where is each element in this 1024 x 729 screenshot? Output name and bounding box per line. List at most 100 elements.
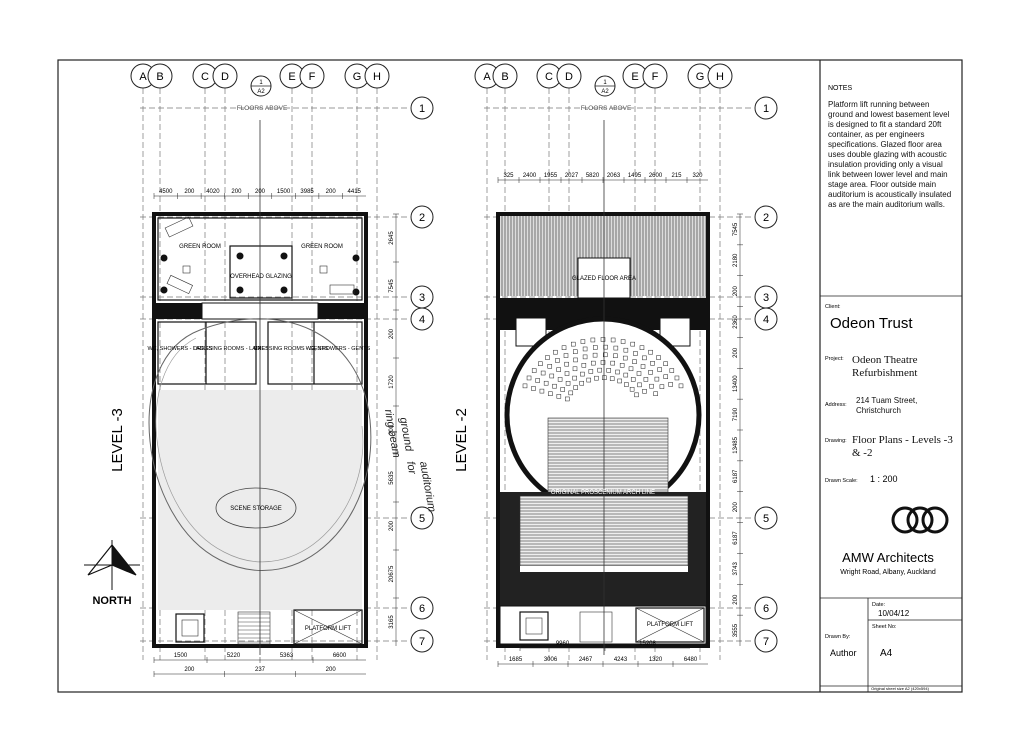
title-block-lines [820,295,962,692]
structural-column [280,286,288,294]
seat [629,386,635,392]
stair-core-2 [579,611,613,643]
seat [643,377,649,382]
seat [633,351,638,356]
dim-value: 200 [326,667,337,673]
dim-value: 15208 [639,641,656,647]
structural-column [280,252,288,260]
grid-bubble-row [410,205,434,229]
sofa-left-bottom [166,274,193,295]
dim-value: 13400 [733,375,739,392]
level-2-outer-wall [496,212,710,648]
platform-lift-cross-2 [293,609,363,645]
seat [565,381,571,386]
amw-logo-icon [891,506,949,534]
structural-column [352,288,360,296]
seat [663,361,668,366]
grid-col-label: F [652,71,659,83]
seat [636,371,642,376]
date-label: Date: [872,602,886,608]
grid-col-label: B [501,71,508,83]
project-label: Project: [825,356,844,362]
seat [548,391,553,396]
floors-above-l2: FLOORS ABOVE [581,105,632,112]
elevator-car-right [525,617,543,635]
dim-value: 2400 [523,173,537,179]
grid-bubble-row [410,596,434,620]
dim-value: 4020 [206,189,220,195]
seat [650,361,655,366]
level-3-plan [148,120,372,655]
seat [571,341,576,347]
seat [669,368,675,373]
level-3-columns [160,252,360,296]
dim-value: 325 [503,173,514,179]
notes-text: Platform lift running between ground and… [828,100,952,209]
seat [659,384,665,389]
seat [543,380,549,386]
grid-row-label: 1 [763,103,769,115]
grid-col-label: A [139,71,147,83]
grid-bubble-row [754,307,778,331]
seat [610,337,616,343]
handwritten-line-2: ring beam [382,408,402,458]
dim-value: 2027 [565,173,579,179]
seat [613,345,619,351]
grid-row-label: 6 [763,603,769,615]
seat [579,380,585,386]
dim-value: 200 [326,189,337,195]
dim-value: 1495 [628,173,642,179]
seat [663,374,669,379]
seat [668,382,673,387]
seat [656,355,661,360]
platform-lift-box [293,609,363,645]
firm-address: Wright Road, Albany, Auckland [840,569,936,576]
seat [623,372,629,378]
grid-col-label: D [565,71,573,83]
structural-column [160,286,168,294]
sheet-border [57,59,963,693]
grid-bubble-row [754,506,778,530]
section-marker-top: 1 [259,80,263,86]
scene-storage-label: SCENE STORAGE [230,506,282,512]
grid-bubble-col [147,63,173,89]
section-marker-bottom: A2 [601,89,609,95]
dim-value: 3555 [733,623,739,637]
seat [648,370,653,375]
seat [572,366,578,372]
dim-value: 5363 [280,653,294,659]
grid-bubble-col [707,63,733,89]
seat [610,360,615,366]
dim-value: 200 [184,189,195,195]
grid-bubble-row [410,629,434,653]
grid-bubble-col [642,63,668,89]
overhead-glazing-label: OVERHEAD GLAZING [230,274,292,280]
green-room-right-label: GREEN ROOM [301,244,343,250]
gents-rooms-block [267,321,363,385]
grid-row-label: 3 [419,292,425,304]
grid-bubble-col [299,63,325,89]
dim-value: 320 [692,173,703,179]
table-right [319,265,328,274]
grid-col-label: F [309,71,316,83]
seat [580,371,585,377]
seat [553,349,558,355]
notes-heading: NOTES [828,85,852,92]
seat [588,369,594,374]
grid-bubble-row [754,596,778,620]
dim-value: 13485 [733,436,739,453]
seat [634,392,639,398]
handwritten-line-3: for [404,460,418,476]
sofa-left [164,216,194,238]
seat [557,377,563,382]
drawn-by-label: Drawn By: [825,634,851,640]
platform-lift-box-2 [635,607,705,643]
address-value: 214 Tuam Street, Christchurch [856,396,918,415]
client-value: Odeon Trust [830,315,913,332]
elevator-left [175,613,205,643]
seat [642,355,647,361]
dim-value: 200 [389,328,395,339]
dim-value: 5635 [389,471,395,485]
seat [630,377,636,382]
